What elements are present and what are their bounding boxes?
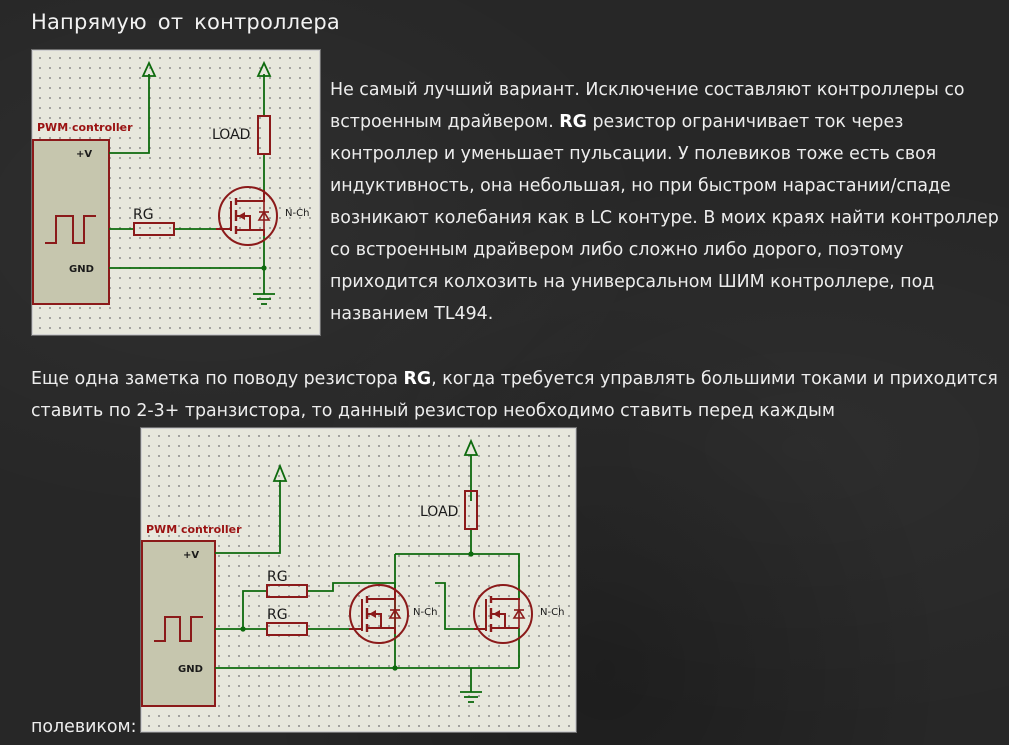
load-resistor [257, 115, 271, 155]
ground-icon [253, 293, 275, 305]
paragraph-1-bold: RG [559, 112, 587, 132]
mosfet-icon [349, 584, 409, 644]
paragraph-2-text-b: , когда требуется управлять большими ток… [31, 369, 998, 421]
schematic-single-mosfet: PWM controller +V GND LOAD RG [31, 49, 321, 336]
paragraph-3: полевиком: [31, 717, 137, 737]
junction-dot [468, 551, 474, 557]
fet-label-2: N-Ch [540, 607, 564, 618]
load-label: LOAD [420, 504, 458, 520]
gate-resistor-2 [266, 622, 308, 636]
controller-label: PWM controller [37, 121, 133, 134]
paragraph-1: Не самый лучший вариант. Исключение сост… [330, 74, 1006, 330]
vplus-label: +V [183, 550, 199, 561]
junction-dot [392, 665, 398, 671]
rg-label-2: RG [267, 607, 288, 623]
rg-label: RG [133, 207, 154, 223]
power-arrow-icon [256, 60, 272, 77]
pwm-controller-block [32, 139, 110, 305]
schematic-dual-mosfet-drawing: PWM controller +V GND [141, 438, 564, 707]
junction-dot [261, 265, 267, 271]
fet-label-1: N-Ch [413, 607, 437, 618]
pulse-icon [45, 215, 96, 244]
gnd-label: GND [178, 664, 203, 675]
schematic-dual-mosfet: PWM controller +V GND [140, 427, 577, 733]
gate-resistor-1 [266, 584, 308, 598]
power-arrow-icon [141, 60, 157, 77]
ground-icon [460, 691, 482, 703]
paragraph-2-text-a: Еще одна заметка по поводу резистора [31, 369, 404, 389]
gnd-label: GND [69, 264, 94, 275]
power-arrow-icon [272, 463, 288, 482]
mosfet-icon [473, 584, 533, 644]
wires [109, 74, 265, 294]
load-resistor [464, 490, 478, 530]
section-heading: Напрямую от контроллера [31, 10, 340, 34]
schematic-single-mosfet-drawing: PWM controller +V GND LOAD RG [32, 60, 309, 305]
mosfet-icon [216, 186, 278, 246]
junction-dot [240, 626, 246, 632]
controller-label: PWM controller [146, 523, 242, 536]
load-label: LOAD [212, 127, 250, 143]
pwm-controller-block [141, 540, 216, 707]
power-arrow-icon [463, 438, 479, 456]
vplus-label: +V [76, 149, 92, 160]
rg-label-1: RG [267, 569, 288, 585]
paragraph-1-text-b: резистор ограничивает ток через контролл… [330, 112, 999, 324]
paragraph-2: Еще одна заметка по поводу резистора RG,… [31, 363, 1006, 427]
paragraph-2-bold: RG [403, 369, 432, 389]
gate-resistor [133, 222, 175, 236]
paragraph-1-text-a: Не самый лучший вариант. Исключение сост… [330, 80, 965, 132]
pulse-icon [154, 616, 203, 642]
fet-label: N-Ch [285, 208, 309, 219]
